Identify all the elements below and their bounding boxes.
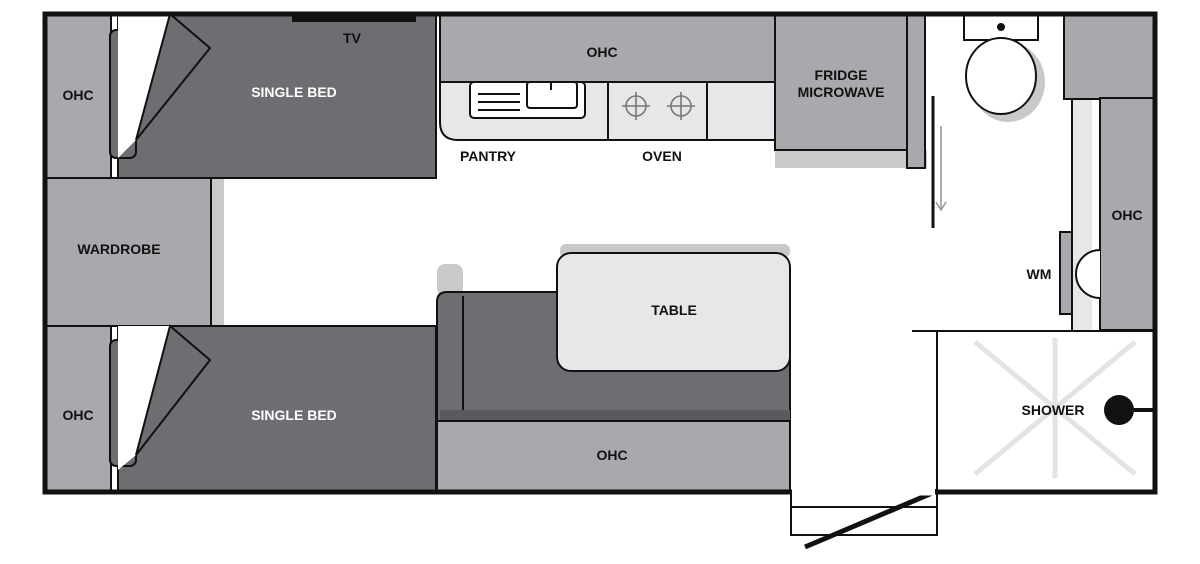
pantry-label: PANTRY bbox=[460, 148, 517, 164]
ohc-bottom-left bbox=[44, 325, 112, 492]
tv-unit bbox=[292, 14, 416, 22]
ohc-dinette-label: OHC bbox=[596, 447, 627, 463]
tv-label: TV bbox=[343, 30, 362, 46]
ohc-right-label: OHC bbox=[1111, 207, 1142, 223]
table bbox=[556, 252, 791, 372]
wardrobe-label: WARDROBE bbox=[77, 241, 160, 257]
table-label: TABLE bbox=[651, 302, 697, 318]
bed-fold-top bbox=[135, 12, 212, 141]
wardrobe-shadow bbox=[210, 178, 224, 326]
ohc-dinette bbox=[436, 420, 791, 492]
microwave-label: MICROWAVE bbox=[798, 84, 885, 100]
fridge-side-panel bbox=[906, 13, 926, 169]
wm-label: WM bbox=[1027, 266, 1052, 282]
fridge-label: FRIDGE bbox=[815, 67, 868, 83]
ohc-kitchen-label: OHC bbox=[586, 44, 617, 60]
wardrobe bbox=[44, 177, 212, 327]
ohc-bottom-left-label: OHC bbox=[62, 407, 93, 423]
ohc-top-left bbox=[44, 13, 112, 179]
door-slide-arrow-head bbox=[935, 201, 947, 212]
fridge-shadow bbox=[775, 150, 927, 168]
toilet-bowl bbox=[965, 37, 1037, 115]
entry-door bbox=[804, 488, 938, 550]
bed-fold-bottom bbox=[135, 324, 212, 456]
cooktop bbox=[622, 92, 695, 120]
shower-label: SHOWER bbox=[1022, 402, 1085, 418]
washing-machine-door bbox=[1075, 249, 1101, 299]
outer-wall bbox=[42, 11, 1158, 495]
toilet-flush-button bbox=[997, 23, 1005, 31]
shower-floor-lines bbox=[973, 338, 1137, 478]
washing-machine bbox=[1059, 231, 1073, 315]
oven-label: OVEN bbox=[642, 148, 682, 164]
seat-base-shade bbox=[440, 410, 790, 421]
cabinet-top-right bbox=[1063, 13, 1155, 100]
seat-shadow bbox=[437, 264, 463, 296]
ohc-top-left-label: OHC bbox=[62, 87, 93, 103]
ohc-kitchen bbox=[439, 13, 776, 83]
ohc-right bbox=[1099, 97, 1155, 331]
single-bed-bottom-label: SINGLE BED bbox=[251, 407, 337, 423]
shower-head bbox=[1104, 395, 1134, 425]
single-bed-top-label: SINGLE BED bbox=[251, 84, 337, 100]
